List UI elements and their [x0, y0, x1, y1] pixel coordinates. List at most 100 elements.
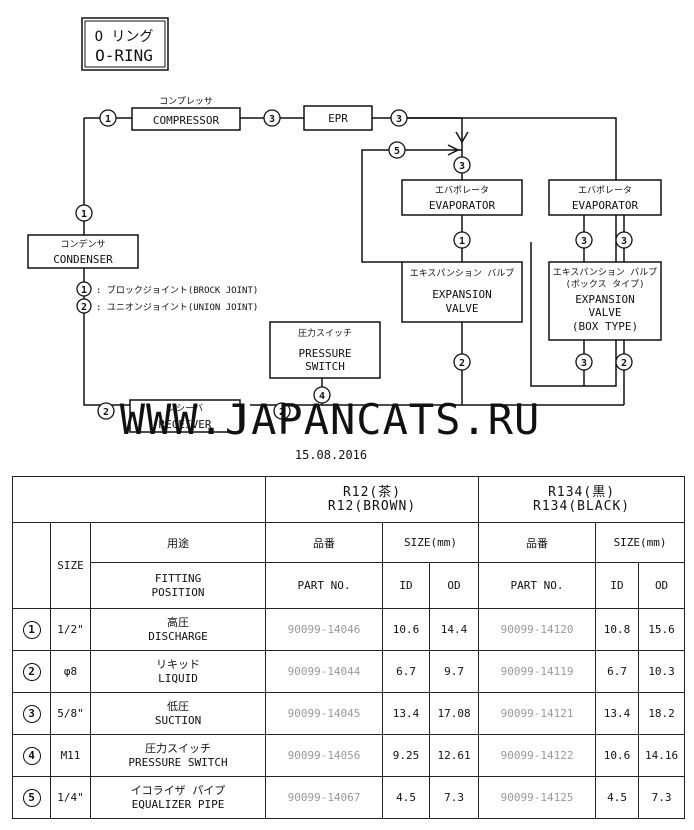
expansion2-label-en2: VALVE [588, 306, 621, 319]
header-num-blank [12, 522, 51, 609]
joint-marker-5: 5 [388, 141, 406, 159]
pressure-switch-label-en2: SWITCH [305, 360, 345, 373]
row-fitting-en: DISCHARGE [148, 629, 208, 643]
svg-text:1: 1 [459, 236, 465, 247]
row-r134-od: 10.3 [638, 650, 686, 693]
header-size: SIZE [50, 522, 91, 609]
evaporator1-box: エバポレータ EVAPORATOR [401, 179, 523, 216]
row-number: 5 [22, 788, 41, 807]
r134-label-en: R134(BLACK) [533, 498, 631, 514]
evaporator2-label-en: EVAPORATOR [572, 199, 639, 212]
header-r134: R134(黒) R134(BLACK) [478, 476, 686, 523]
joint-marker-2: 2 [273, 402, 291, 420]
row-r12-id: 13.4 [382, 692, 431, 735]
header-r134-od: OD [638, 562, 686, 609]
row-r12-part: 90099-14045 [265, 692, 384, 735]
svg-text:3: 3 [459, 161, 465, 172]
row-r134-id: 10.8 [595, 608, 640, 651]
header-r134-part-en: PART NO. [478, 562, 597, 609]
header-r12-od: OD [429, 562, 480, 609]
header-fitting-en1: FITTING [154, 571, 202, 585]
receiver-label-en: RECEIVER [159, 418, 212, 431]
epr-label: EPR [328, 112, 348, 125]
arrow-down-1 [455, 131, 469, 144]
row-fitting-jp: 圧力スイッチ [145, 741, 211, 755]
row-r134-part: 90099-14119 [478, 650, 597, 693]
svg-text:3: 3 [269, 114, 275, 125]
svg-text:5: 5 [394, 146, 400, 157]
joint-markers: 1 3 3 5 3 1 1 3 3 2 3 2 4 2 2 [75, 109, 633, 420]
row-size: M11 [50, 734, 91, 777]
receiver-label-jp: レシーバ [167, 403, 203, 414]
expansion2-label-jp1: エキスパンション バルブ [553, 266, 658, 278]
watermark-text: WWW.JAPANCATS.RU [120, 395, 541, 444]
svg-text:3: 3 [396, 114, 402, 125]
row-size: 1/2" [50, 608, 91, 651]
row-r12-part: 90099-14056 [265, 734, 384, 777]
joint-marker-2: 2 [97, 402, 115, 420]
expansion2-label-en1: EXPANSION [575, 293, 635, 306]
header-r134-id: ID [595, 562, 640, 609]
pressure-switch-box: 圧力スイッチ PRESSURE SWITCH [269, 321, 381, 379]
row-fitting-jp: 低圧 [167, 699, 189, 713]
row-r134-id: 13.4 [595, 692, 640, 735]
row-r134-od: 14.16 [638, 734, 686, 777]
legend-text-1: : ブロックジョイント(BROCK JOINT) [96, 284, 258, 296]
expansion-valve2-box: エキスパンション バルブ (ボックス タイプ) EXPANSION VALVE … [548, 261, 662, 341]
refrigerant-circuit-diagram: O リング O-RING コンプレッサ COMPRESSOR [27, 17, 662, 462]
compressor-box: コンプレッサ COMPRESSOR [131, 96, 241, 131]
watermark-date: 15.08.2016 [295, 448, 367, 462]
svg-text:1: 1 [105, 114, 111, 125]
row-number: 2 [22, 662, 41, 681]
joint-marker-3: 3 [263, 109, 281, 127]
joint-marker-1: 1 [75, 204, 93, 222]
evaporator1-label-en: EVAPORATOR [429, 199, 496, 212]
svg-text:2: 2 [621, 358, 627, 369]
row-r12-od: 9.7 [429, 650, 480, 693]
header-r134-part-jp: 品番 [478, 522, 597, 563]
expansion1-label-jp: エキスパンション バルブ [410, 267, 515, 279]
row-size: φ8 [50, 650, 91, 693]
pressure-switch-label-jp: 圧力スイッチ [298, 327, 352, 339]
row-r12-od: 17.08 [429, 692, 480, 735]
row-r134-od: 18.2 [638, 692, 686, 735]
row-r12-part: 90099-14067 [265, 776, 384, 819]
legend-num-1: 1 [81, 285, 87, 296]
row-r12-od: 14.4 [429, 608, 480, 651]
arrow-right-equalizer [447, 144, 460, 156]
header-r134-size-mm: SIZE(mm) [595, 522, 686, 563]
compressor-label-en: COMPRESSOR [153, 114, 220, 127]
row-r12-id: 9.25 [382, 734, 431, 777]
row-fitting-jp: 高圧 [167, 615, 189, 629]
title-box: O リング O-RING [81, 17, 169, 71]
title-jp: O リング [95, 29, 154, 45]
row-size: 1/4" [50, 776, 91, 819]
evaporator2-box: エバポレータ EVAPORATOR [548, 179, 662, 216]
svg-text:3: 3 [581, 358, 587, 369]
joint-marker-2: 2 [615, 353, 633, 371]
joint-marker-3: 3 [575, 231, 593, 249]
svg-text:4: 4 [319, 391, 325, 402]
row-r134-id: 4.5 [595, 776, 640, 819]
joint-marker-2: 2 [453, 353, 471, 371]
row-number: 3 [22, 704, 41, 723]
condenser-label-en: CONDENSER [53, 253, 113, 266]
svg-text:2: 2 [103, 407, 109, 418]
r134-label-jp: R134(黒) [548, 484, 616, 500]
row-r134-od: 7.3 [638, 776, 686, 819]
row-r12-od: 7.3 [429, 776, 480, 819]
header-r12: R12(茶) R12(BROWN) [265, 476, 480, 523]
row-r134-part: 90099-14122 [478, 734, 597, 777]
r12-label-jp: R12(茶) [342, 484, 402, 500]
row-fitting-jp: リキッド [156, 657, 200, 671]
svg-text:1: 1 [81, 209, 87, 220]
row-fitting-en: SUCTION [154, 713, 202, 727]
legend: 1 : ブロックジョイント(BROCK JOINT) 2 : ユニオンジョイント… [76, 281, 258, 314]
header-r12-id: ID [382, 562, 431, 609]
expansion2-label-en3: (BOX TYPE) [572, 320, 638, 333]
title-en: O-RING [95, 46, 153, 65]
